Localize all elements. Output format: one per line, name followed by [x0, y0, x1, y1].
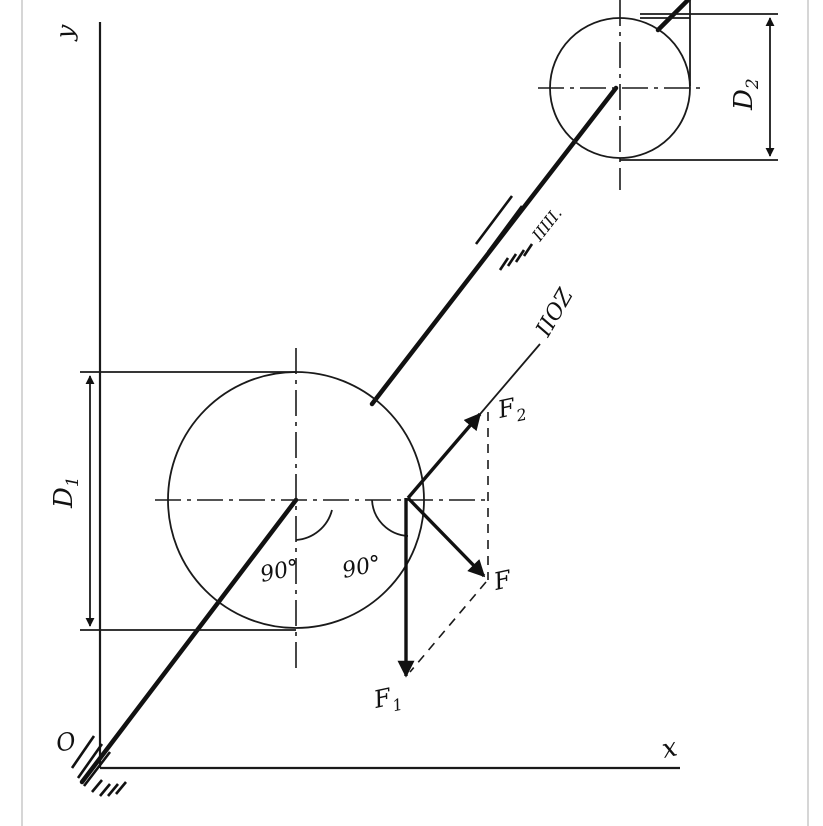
x-axis-label: x — [659, 732, 680, 764]
line-of-action-label: IIOZ — [531, 284, 579, 342]
bearing-mark-text: IIIII. — [528, 204, 566, 245]
origin-label: O — [53, 726, 78, 758]
force-f-label: F — [490, 565, 514, 596]
angle-label-left: 90° — [258, 555, 301, 588]
force-f2-arrow — [406, 412, 482, 500]
f1-projection-dashed-line — [409, 581, 487, 673]
force-f-arrow — [406, 496, 486, 578]
y-axis-label: y — [50, 22, 80, 42]
angle-arc-left — [295, 509, 333, 541]
shaft-top-tip — [655, 0, 692, 33]
force-f2-label: F2 — [494, 391, 528, 429]
angle-arc-right — [371, 499, 409, 537]
middle-bearing-hatch — [474, 195, 534, 271]
d2-label: D2 — [729, 78, 763, 111]
d1-label: D1 — [49, 476, 83, 509]
shaft-lower-segment — [79, 497, 299, 785]
force-f1-label: F1 — [370, 681, 404, 719]
origin-bearing-hatch — [70, 735, 127, 797]
angle-label-right: 90° — [340, 551, 383, 584]
